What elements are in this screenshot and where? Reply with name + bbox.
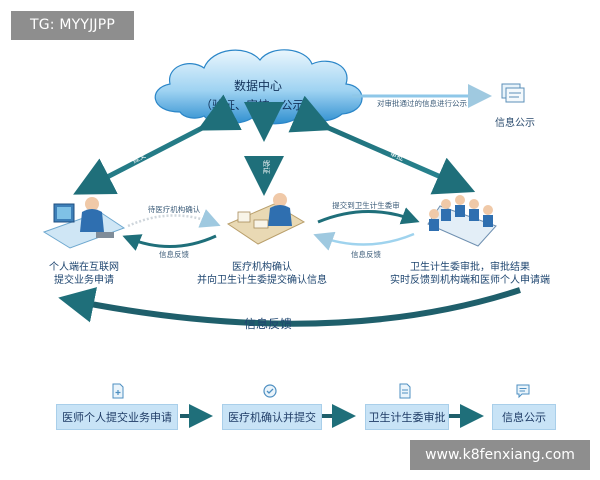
stacked-documents-icon (501, 83, 525, 103)
telegram-tag: TG: MYYJJPP (11, 11, 134, 40)
feedback-left-label: 信息反馈 (159, 249, 189, 259)
site-watermark: www.k8fenxiang.com (410, 440, 590, 470)
individual-hospital-exchange-arrows (122, 209, 221, 251)
big-feedback-label: 信息反馈 (244, 316, 292, 331)
feedback-right-label: 信息反馈 (351, 249, 381, 259)
cloud-subtitle: （验证、审核、公示） (201, 98, 316, 112)
submit-arrow (73, 94, 242, 195)
submit-arrow-label: 提交 (131, 151, 148, 165)
submit-commission-label: 提交到卫生计生委审 (332, 200, 400, 210)
info-publish-label: 信息公示 (495, 116, 535, 129)
commission-label-2: 实时反馈到机构端和医师个人申请端 (390, 273, 550, 286)
hospital-staff-illustration (226, 193, 306, 245)
info-publish-node: 信息公示 (495, 83, 535, 129)
to-hospital-label: 待医疗机构确认 (148, 204, 201, 214)
hospital-label-2: 并向卫生计生委提交确认信息 (197, 273, 327, 286)
step-hospital-confirm: 医疗机确认并提交 (222, 404, 322, 430)
document-icon (399, 383, 411, 399)
hospital-commission-exchange-arrows (313, 207, 420, 251)
hospital-label-1: 医疗机构确认 (232, 260, 292, 273)
individual-label-1: 个人端在互联网 (49, 260, 119, 273)
commission-label-1: 卫生计生委审批，审批结果 (410, 260, 530, 273)
step-commission-approve: 卫生计生委审批 (365, 404, 449, 430)
approve-arrow (288, 95, 476, 195)
verify-arrow-label: 验证 (262, 160, 271, 174)
big-feedback-arrow (58, 287, 521, 327)
individual-label-2: 提交业务申请 (54, 273, 114, 286)
individual-user-illustration (42, 197, 126, 249)
step-individual-apply: 医师个人提交业务申请 (56, 404, 178, 430)
document-plus-icon (112, 383, 124, 399)
publish-arrow-label: 对审批通过的信息进行公示 (377, 98, 467, 108)
step-info-publish: 信息公示 (492, 404, 556, 430)
data-center-cloud: 数据中心 （验证、审核、公示） (154, 49, 363, 125)
chat-icon (516, 384, 530, 399)
commission-meeting-illustration (427, 195, 497, 247)
refresh-check-icon (263, 384, 277, 398)
cloud-title: 数据中心 (234, 78, 282, 93)
